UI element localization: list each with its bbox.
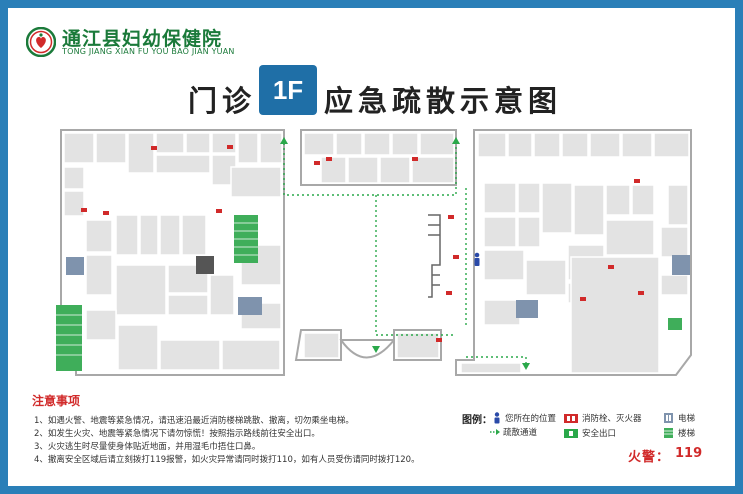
note-item: 2、如发生火灾、地震等紧急情况下请勿惊慌！按照指示路线前往安全出口。 xyxy=(34,429,320,439)
legend-you-are-here: 您所在的位置 xyxy=(492,412,556,424)
legend-hydrant: 消防栓、灭火器 xyxy=(564,412,642,424)
central-stair-icon xyxy=(428,214,441,298)
note-item: 4、撤离安全区域后请立刻拨打119报警，如火灾异常请同时拨打110，如有人员受伤… xyxy=(34,455,420,465)
hydrant-icon xyxy=(564,413,578,423)
stairs-left-lower-icon xyxy=(56,305,82,371)
person-icon xyxy=(494,412,500,424)
elevator-icon xyxy=(664,413,673,423)
hydrant-markers xyxy=(81,145,644,342)
legend-elevator: 电梯 xyxy=(664,412,695,424)
note-item: 3、火灾逃生时尽量使身体贴近地面，并用湿毛巾捂住口鼻。 xyxy=(34,442,261,452)
exit-arrows xyxy=(280,137,530,370)
legend-label: 图例： xyxy=(462,415,492,426)
fire-alarm-label: 火警： xyxy=(628,450,671,465)
hospital-logo-icon xyxy=(26,27,56,57)
title-prefix: 门诊 xyxy=(188,84,257,118)
elevator-icons xyxy=(66,255,690,318)
grid-floor-patch xyxy=(196,256,214,274)
evacuation-routes xyxy=(283,143,527,365)
title-suffix: 应急疏散示意图 xyxy=(324,84,563,118)
lobby-curve xyxy=(339,339,397,359)
org-name-cn: 通江县妇幼保健院 xyxy=(62,28,223,50)
note-item: 1、如遇火警、地震等紧急情况，请迅速沿最近消防楼梯跳散、撤离，切勿乘坐电梯。 xyxy=(34,416,354,426)
org-name-en: TONG JIANG XIAN FU YOU BAO JIAN YUAN xyxy=(62,47,235,56)
stairs-left-upper-icon xyxy=(234,215,258,263)
legend-stairs: 楼梯 xyxy=(664,427,695,439)
exit-sign-icon xyxy=(564,428,578,438)
legend-evac-route: 疏散通道 xyxy=(490,426,537,438)
stairs-icon xyxy=(664,428,673,438)
stairs-right-icon xyxy=(668,318,682,330)
floor-plan-map xyxy=(56,129,692,376)
fire-alarm-number: 119 xyxy=(675,446,703,461)
notes-title: 注意事项 xyxy=(32,394,81,408)
you-are-here-icon xyxy=(474,252,480,266)
floor-badge: 1F xyxy=(259,65,317,115)
legend-exit: 安全出口 xyxy=(564,427,616,439)
route-arrow-icon xyxy=(490,429,500,435)
